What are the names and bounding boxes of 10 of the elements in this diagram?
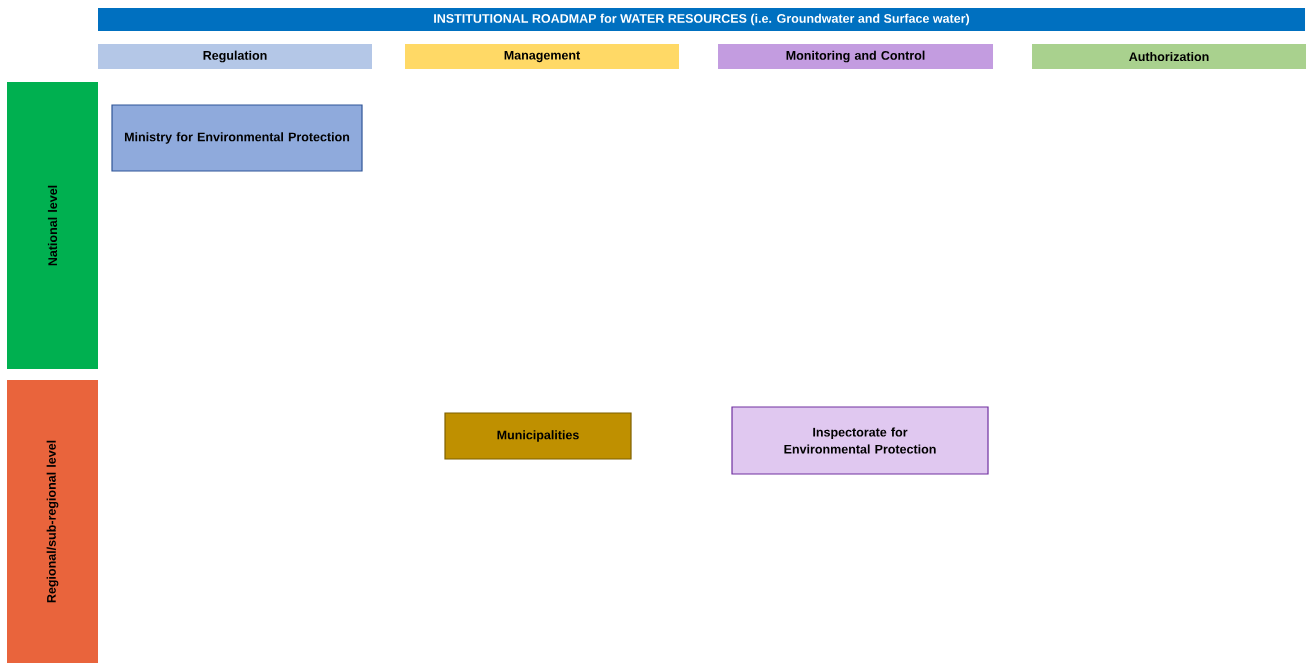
row-band: National level bbox=[7, 82, 98, 369]
row-band: Regional/sub-regional level bbox=[7, 380, 98, 663]
column-header: Management bbox=[405, 44, 679, 69]
institution-box: Municipalities bbox=[444, 412, 632, 460]
title-bar: INSTITUTIONAL ROADMAP for WATER RESOURCES (i.e. Groundwater and Surface water) bbox=[98, 8, 1305, 31]
column-header: Monitoring and Control bbox=[718, 44, 993, 69]
column-header: Regulation bbox=[98, 44, 372, 69]
institution-box: Inspectorate for Environmental Protection bbox=[731, 406, 989, 475]
institution-box: Ministry for Environmental Protection bbox=[111, 104, 363, 172]
column-header: Authorization bbox=[1032, 44, 1306, 69]
